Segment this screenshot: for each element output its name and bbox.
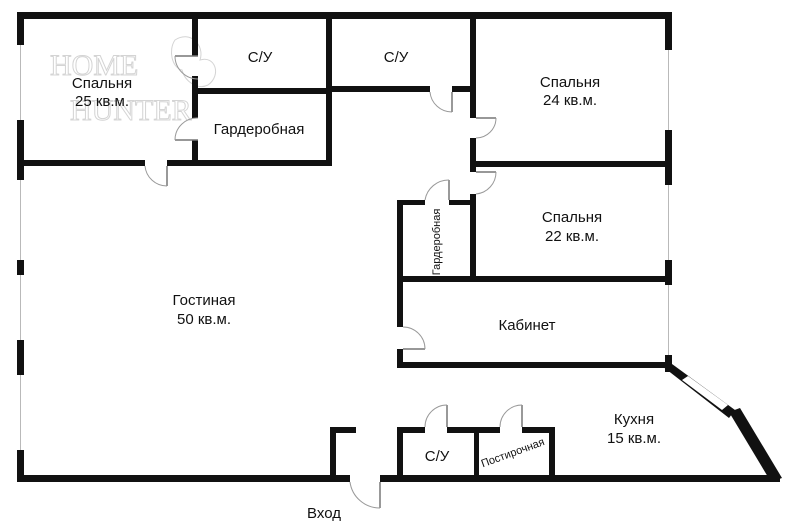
room-bath-2-name: С/У (384, 49, 409, 66)
room-living-area: 50 кв.м. (177, 311, 231, 328)
door-bedroom-left (144, 165, 168, 187)
room-bath-3-name: С/У (425, 448, 450, 465)
windows (17, 45, 728, 450)
room-wardrobe-2-name: Гардеробная (431, 209, 443, 276)
door-openings (145, 56, 522, 433)
wall-bedroom-left-bottom (17, 160, 195, 166)
watermark-emblem-icon (171, 36, 217, 87)
room-bedroom-left-area: 25 кв.м. (75, 93, 129, 110)
watermark-logo: HOME HUNTER (50, 36, 217, 128)
wall-bedroom-right-left (470, 12, 476, 167)
room-bedroom-24-name: Спальня (540, 74, 600, 91)
wall-bath-2-bottom (326, 86, 476, 92)
room-kitchen-area: 15 кв.м. (607, 430, 661, 447)
entrance-label: Вход (307, 505, 341, 522)
room-bedroom-left-name: Спальня (72, 75, 132, 92)
wall-wardrobe-1-bottom (192, 160, 332, 166)
door-bath-1 (174, 55, 199, 80)
door-entrance (349, 481, 381, 509)
wall-top (17, 12, 672, 19)
wall-entry-side (330, 427, 336, 479)
door-study (402, 326, 426, 350)
wall-bottom-right (380, 475, 780, 482)
room-kitchen-name: Кухня (614, 411, 654, 428)
doors (144, 55, 523, 509)
door-bath-2 (429, 91, 453, 113)
wall-bottom-left (17, 475, 350, 482)
room-study-name: Кабинет (498, 317, 555, 334)
room-wardrobe-1-name: Гардеробная (214, 121, 305, 138)
watermark-line-2: HUNTER (70, 94, 192, 127)
room-labels: Спальня 25 кв.м. С/У С/У Спальня 24 кв.м… (72, 49, 661, 522)
wall-study-top (397, 276, 672, 282)
watermark-line-1: HOME (50, 49, 138, 82)
room-living-name: Гостиная (173, 292, 236, 309)
door-bedroom-22 (475, 171, 497, 195)
wall-bath-3-right (474, 427, 479, 479)
room-laundry-name: Постирочная (480, 436, 547, 470)
wall-laundry-right (549, 427, 555, 479)
wall-kitchen-diagonal-2 (729, 408, 782, 482)
wall-entry-top (330, 427, 356, 433)
door-wardrobe-2 (424, 179, 450, 201)
wall-bedroom-24-bottom (470, 161, 672, 167)
room-bath-1-name: С/У (248, 49, 273, 66)
room-bedroom-22-name: Спальня (542, 209, 602, 226)
room-bedroom-22-area: 22 кв.м. (545, 228, 599, 245)
door-laundry (499, 404, 523, 428)
door-bath-3 (424, 404, 448, 428)
door-wardrobe-1 (174, 117, 199, 141)
room-bedroom-24-area: 24 кв.м. (543, 92, 597, 109)
wall-bath-3-left (397, 427, 403, 479)
wall-wardrobe-2-left (397, 200, 403, 368)
wall-study-bottom (397, 362, 668, 368)
door-bedroom-24 (475, 117, 497, 139)
wall-bedroom-22-left (470, 167, 476, 281)
wall-bath-1-bottom (192, 88, 332, 94)
